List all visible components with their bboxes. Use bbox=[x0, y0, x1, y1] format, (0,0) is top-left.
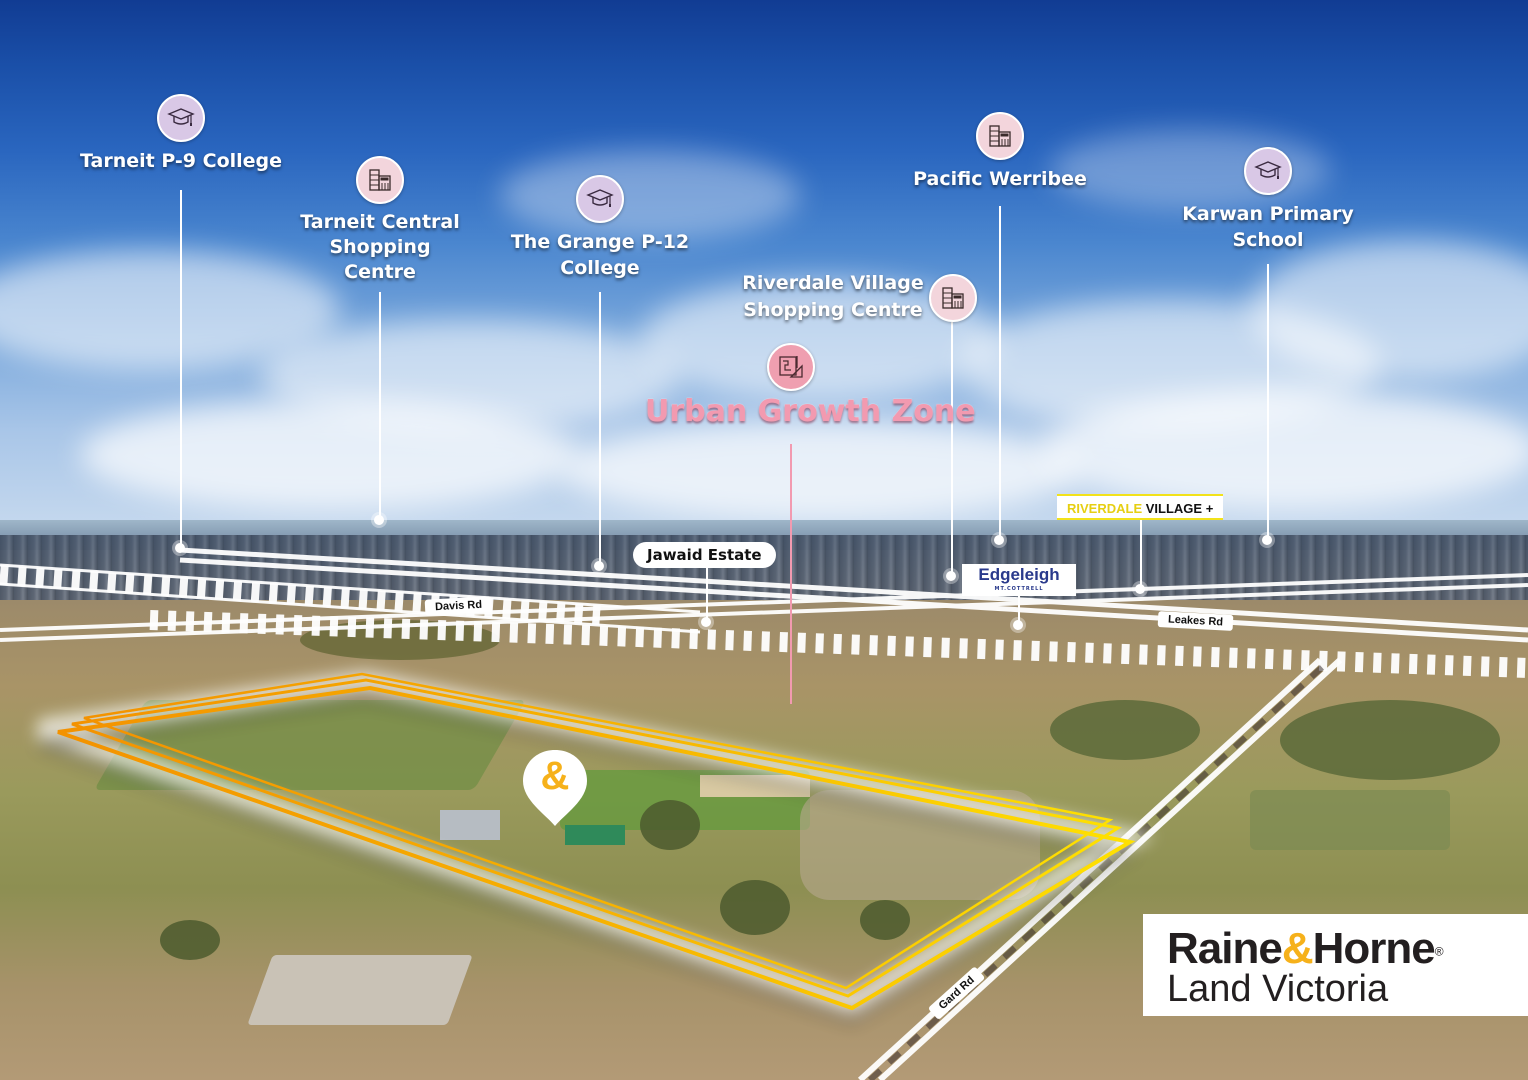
leader-line bbox=[706, 566, 708, 622]
leader-line bbox=[379, 292, 381, 520]
estate-tag-edgeleigh[interactable]: Edgeleigh MT.COTTRELL bbox=[962, 564, 1076, 596]
location-dot bbox=[1013, 620, 1023, 630]
brand-name-horne: Horne bbox=[1312, 924, 1436, 973]
location-dot bbox=[594, 561, 604, 571]
poi-tarneit-p9-college[interactable]: Tarneit P-9 College bbox=[80, 94, 282, 174]
location-dot bbox=[1262, 535, 1272, 545]
location-dot bbox=[946, 571, 956, 581]
leader-line bbox=[180, 190, 182, 548]
poi-label: Pacific Werribee bbox=[913, 168, 1087, 190]
poi-label: Tarneit Central bbox=[300, 211, 460, 233]
brand-subtitle: Land Victoria bbox=[1167, 968, 1389, 1010]
tree-cluster bbox=[1280, 700, 1500, 780]
poi-the-grange-p12-college[interactable]: The Grange P-12 College bbox=[500, 175, 700, 281]
poi-label: College bbox=[560, 257, 640, 279]
registered-mark: ® bbox=[1434, 944, 1444, 959]
poi-tarneit-central-shopping-centre[interactable]: Tarneit Central Shopping Centre bbox=[290, 156, 470, 285]
location-dot bbox=[994, 535, 1004, 545]
edgeleigh-sublabel: MT.COTTRELL bbox=[994, 586, 1044, 592]
cloud bbox=[560, 420, 1080, 520]
mall-building-icon bbox=[929, 274, 977, 322]
poi-label: Centre bbox=[344, 261, 416, 283]
poi-riverdale-village-shopping-centre[interactable]: Riverdale Village Shopping Centre bbox=[738, 270, 928, 324]
leader-line bbox=[599, 292, 601, 564]
zone-leader-line bbox=[790, 444, 792, 704]
grass-paddock bbox=[1250, 790, 1450, 850]
urban-planning-icon bbox=[767, 343, 815, 391]
edgeleigh-logo-text: Edgeleigh bbox=[978, 565, 1060, 584]
mall-building-icon bbox=[976, 112, 1024, 160]
graduation-cap-icon bbox=[157, 94, 205, 142]
location-dot bbox=[374, 515, 384, 525]
cloud bbox=[500, 150, 800, 240]
poi-label: Riverdale Village bbox=[742, 272, 924, 294]
poi-label: Karwan Primary bbox=[1182, 203, 1354, 225]
ampersand-pin-icon bbox=[523, 750, 587, 826]
poi-label: School bbox=[1232, 229, 1304, 251]
location-dot bbox=[175, 543, 185, 553]
poi-label: The Grange P-12 bbox=[510, 231, 690, 253]
leader-line bbox=[1018, 596, 1020, 624]
brand-name: Raine&Horne® bbox=[1167, 924, 1444, 974]
cloud bbox=[1040, 390, 1528, 510]
leader-line bbox=[1267, 264, 1269, 540]
leader-line bbox=[1140, 520, 1142, 588]
riverdale-logo-part2: VILLAGE + bbox=[1145, 501, 1214, 516]
location-dot bbox=[1135, 584, 1145, 594]
location-dot bbox=[701, 617, 711, 627]
brand-logo: Raine&Horne® Land Victoria bbox=[1143, 914, 1528, 1016]
graduation-cap-icon bbox=[1244, 147, 1292, 195]
cloud bbox=[80, 400, 580, 510]
estate-tag-jawaid[interactable]: Jawaid Estate bbox=[633, 542, 776, 568]
mall-building-icon bbox=[356, 156, 404, 204]
riverdale-logo-part1: RIVERDALE bbox=[1067, 501, 1143, 516]
poi-pacific-werribee[interactable]: Pacific Werribee bbox=[900, 112, 1100, 192]
pin-glyph: & bbox=[540, 754, 570, 798]
brand-ampersand: & bbox=[1281, 924, 1314, 973]
cloud bbox=[1250, 240, 1528, 380]
leader-line bbox=[999, 206, 1001, 540]
poi-label: Shopping Centre bbox=[743, 299, 923, 321]
poi-karwan-primary-school[interactable]: Karwan Primary School bbox=[1168, 147, 1368, 253]
urban-growth-zone-label: Urban Growth Zone bbox=[645, 394, 976, 429]
property-location-pin[interactable]: & bbox=[520, 748, 590, 826]
poi-label: Shopping bbox=[329, 236, 431, 258]
leader-line bbox=[951, 322, 953, 575]
brand-name-raine: Raine bbox=[1167, 924, 1283, 973]
estate-tag-riverdale-village[interactable]: RIVERDALE VILLAGE + bbox=[1057, 494, 1224, 520]
graduation-cap-icon bbox=[576, 175, 624, 223]
poi-label: Tarneit P-9 College bbox=[80, 150, 283, 172]
